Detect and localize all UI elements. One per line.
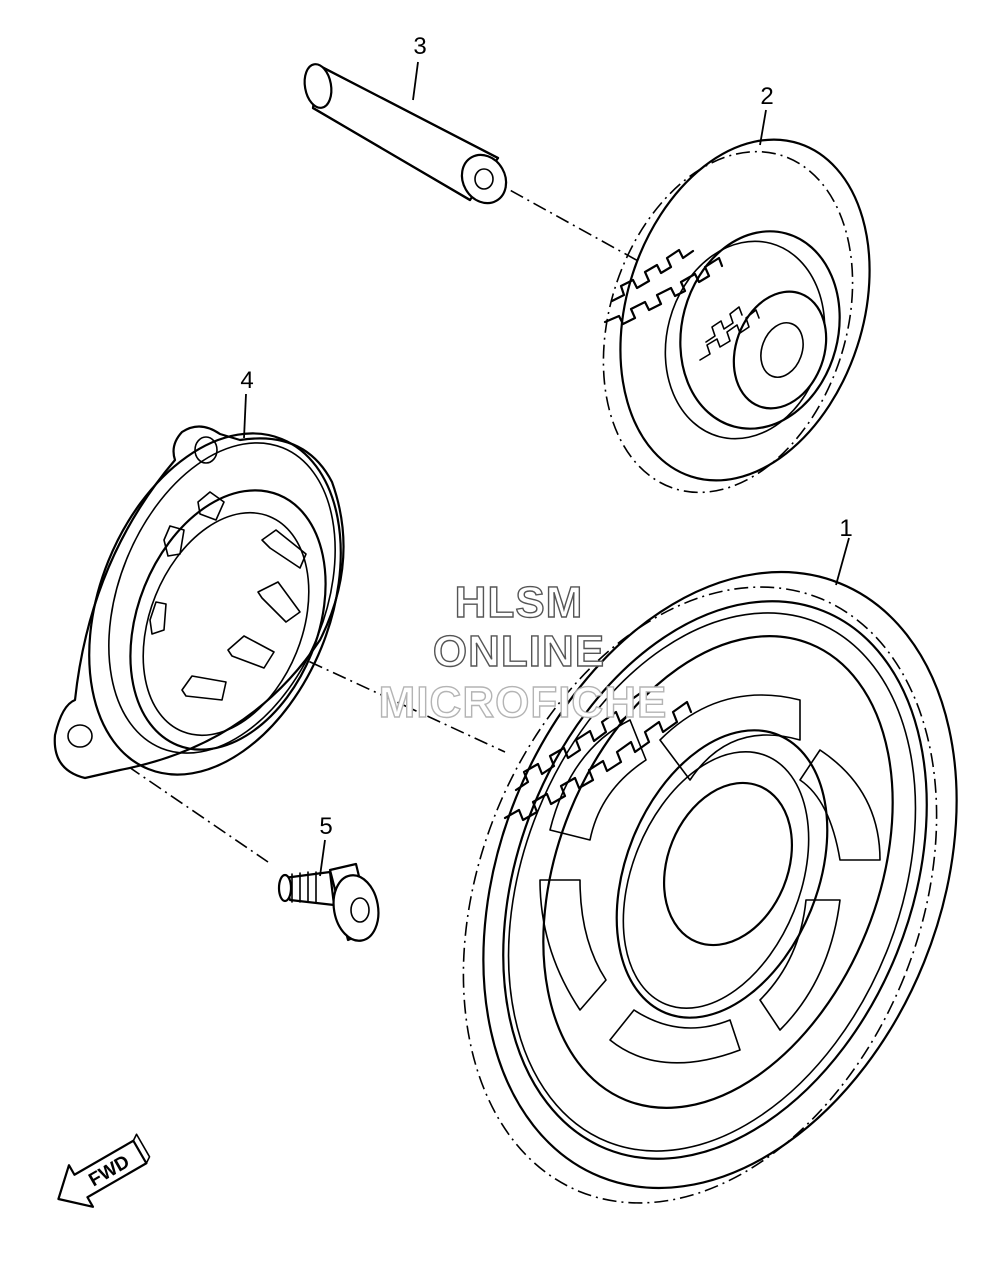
spoke-windows (539, 694, 881, 1064)
leader-lines (243, 61, 850, 877)
watermark: HLSM ONLINE MICROFICHE (378, 577, 668, 727)
part-3-shaft[interactable] (301, 62, 514, 211)
callout-part-4: 4 (240, 367, 253, 394)
watermark-line-2: ONLINE (433, 627, 605, 676)
part-1-starter-gear[interactable] (376, 501, 1000, 1269)
callout-part-2: 2 (760, 83, 773, 110)
callout-part-3: 3 (413, 33, 426, 60)
roller-cage (149, 491, 307, 701)
watermark-line-1: HLSM (455, 578, 584, 627)
watermark-line-3: MICROFICHE (379, 678, 668, 727)
callout-part-1: 1 (839, 515, 852, 542)
forward-direction-arrow: FWD (57, 1133, 151, 1208)
part-5-bolt[interactable] (277, 862, 383, 944)
part-4-clutch-housing[interactable] (42, 396, 389, 812)
callout-part-5: 5 (319, 813, 332, 840)
part-2-idle-gear[interactable] (562, 107, 912, 525)
